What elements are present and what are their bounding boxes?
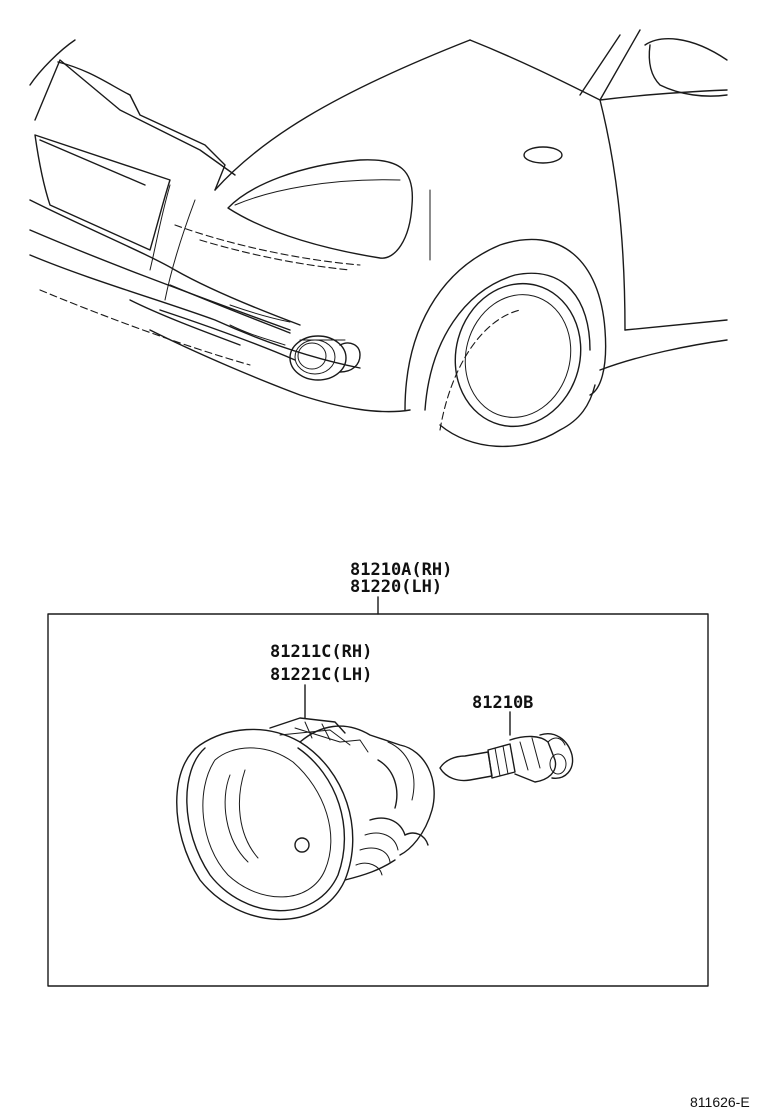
label-housing-rh: 81211C(RH)	[270, 642, 372, 662]
label-bulb: 81210B	[472, 693, 533, 713]
assembly-frame	[47, 613, 709, 987]
label-assembly-rh: 81210A(RH)	[350, 560, 452, 580]
label-assembly-lh: 81220(LH)	[350, 577, 442, 597]
fog-lamp-bulb-drawing	[439, 733, 574, 783]
car-front-illustration	[29, 29, 728, 448]
fog-lamp-housing-drawing	[176, 717, 435, 921]
label-housing-lh: 81221C(LH)	[270, 665, 372, 685]
diagram-code: 811626-E	[690, 1094, 750, 1110]
